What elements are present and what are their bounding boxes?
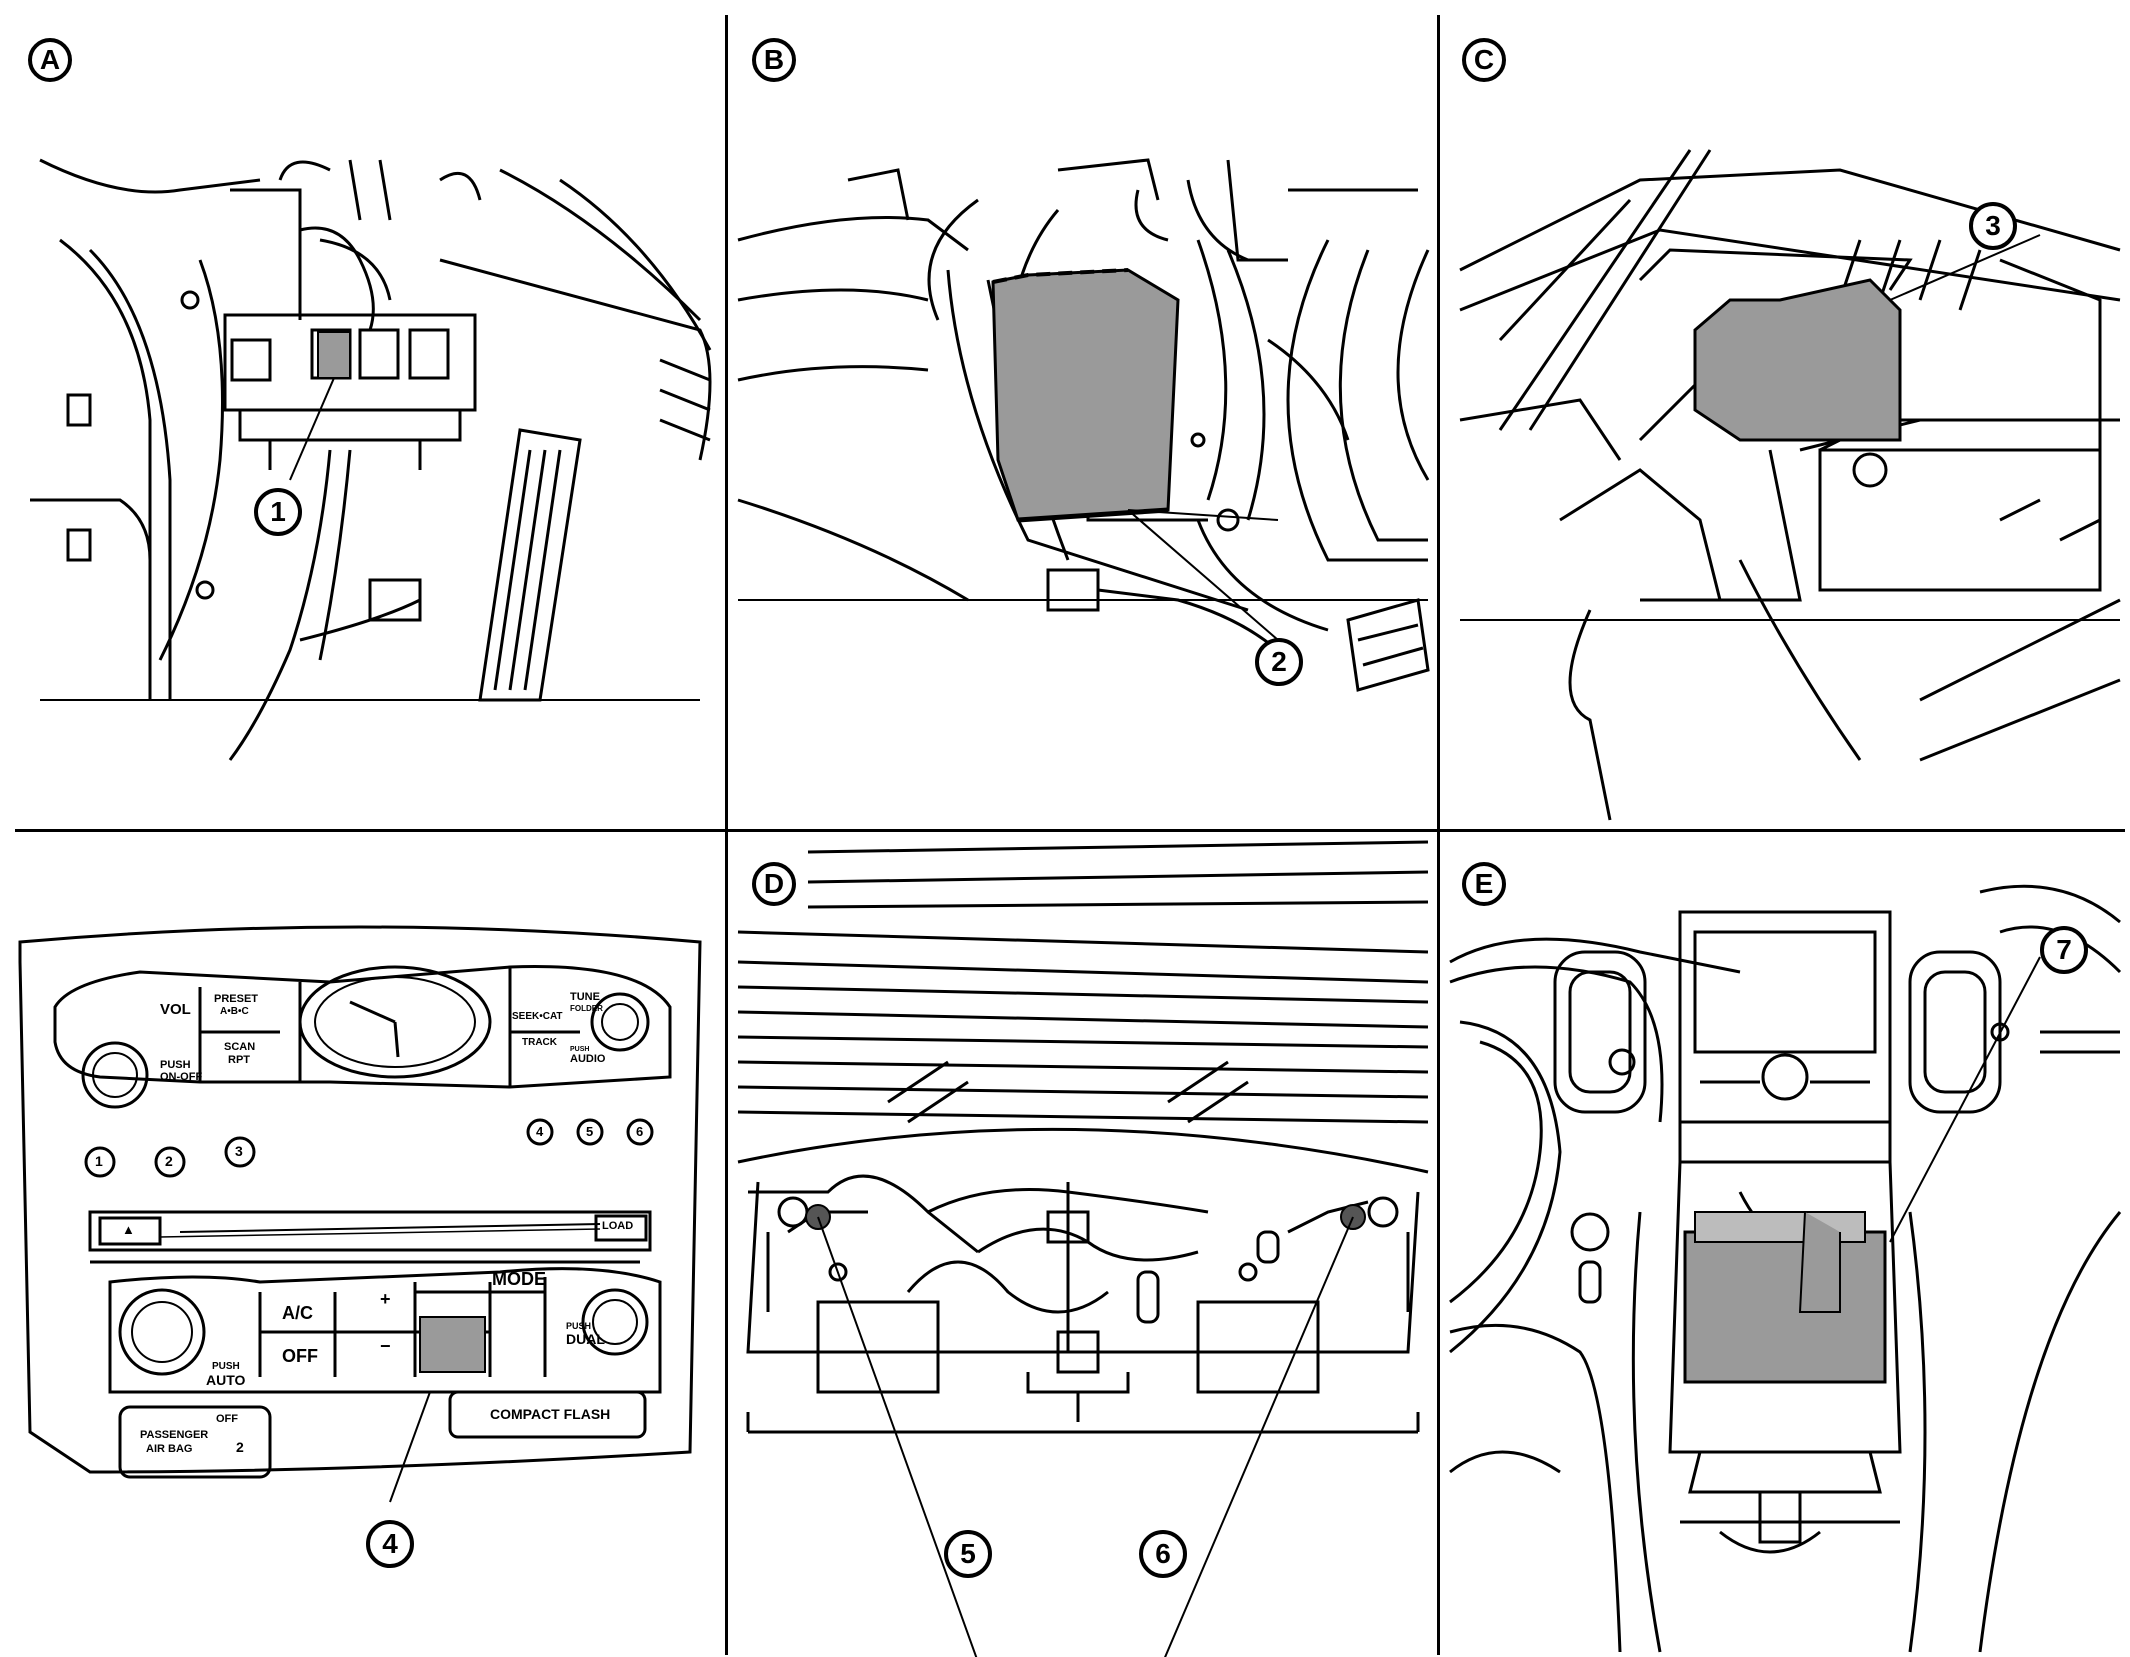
preset-button-3: 3 xyxy=(235,1143,243,1159)
front-module-illustration xyxy=(737,840,1429,1657)
center-console-illustration xyxy=(1449,884,2122,1653)
panel-letter-e: E xyxy=(1462,862,1506,906)
passenger-label: PASSENGER xyxy=(140,1429,209,1441)
preset-button-2: 2 xyxy=(165,1153,173,1169)
mode-label: MODE xyxy=(492,1269,546,1289)
fan-minus-label: − xyxy=(380,1336,391,1356)
ac-label: A/C xyxy=(282,1303,313,1323)
rpt-label: RPT xyxy=(228,1054,250,1066)
dual-label: DUAL xyxy=(566,1331,605,1347)
fan-plus-label: + xyxy=(380,1289,391,1309)
tune-label: TUNE xyxy=(570,991,600,1003)
airbag-seat-number: 2 xyxy=(236,1439,244,1455)
compact-flash-label: COMPACT FLASH xyxy=(490,1406,611,1422)
preset-button-4: 4 xyxy=(536,1124,544,1139)
air-bag-label: AIR BAG xyxy=(146,1443,193,1455)
audio-climate-panel-drawing xyxy=(18,925,702,1503)
preset-button-1: 1 xyxy=(95,1153,103,1169)
push-on-off-label: PUSH ON-OFF xyxy=(160,1059,203,1083)
control-unit-illustration xyxy=(737,158,1430,692)
push-auto-small-label: PUSH xyxy=(212,1361,240,1372)
panel-d: D xyxy=(728,832,1436,1657)
folder-label: FOLDER xyxy=(570,1004,603,1013)
push-audio-small-label: PUSH xyxy=(570,1046,590,1053)
panel-b: B xyxy=(728,0,1436,828)
panel-letter-a: A xyxy=(28,38,72,82)
callout-6: 6 xyxy=(1139,1530,1187,1578)
load-label: LOAD xyxy=(602,1220,634,1232)
airbag-off-label: OFF xyxy=(216,1413,238,1425)
panel-c: C xyxy=(1440,0,2130,828)
horizontal-divider xyxy=(15,829,2125,832)
off-label: OFF xyxy=(282,1346,318,1366)
callout-5: 5 xyxy=(944,1530,992,1578)
vertical-divider-left xyxy=(725,15,728,1655)
panel-e: E xyxy=(1440,832,2130,1657)
panel-console: VOL PUSH ON-OFF PRESET A•B•C SCAN RPT SE… xyxy=(0,832,724,1657)
panel-letter-b: B xyxy=(752,38,796,82)
eject-icon: ▲ xyxy=(122,1222,135,1237)
callout-2: 2 xyxy=(1255,638,1303,686)
scan-label: SCAN xyxy=(224,1041,256,1053)
track-label: TRACK xyxy=(522,1037,557,1048)
audio-label: AUDIO xyxy=(570,1053,606,1065)
preset-abc-label: A•B•C xyxy=(220,1006,249,1017)
callout-1: 1 xyxy=(254,488,302,536)
seek-cat-label: SEEK•CAT xyxy=(512,1011,563,1022)
callout-3: 3 xyxy=(1969,202,2017,250)
preset-button-6: 6 xyxy=(636,1124,644,1139)
panel-letter-c: C xyxy=(1462,38,1506,82)
preset-button-5: 5 xyxy=(586,1124,594,1139)
auto-label: AUTO xyxy=(206,1372,246,1388)
panel-a: A xyxy=(0,0,724,828)
callout-7: 7 xyxy=(2040,926,2088,974)
vertical-divider-right xyxy=(1437,15,1440,1655)
engine-bay-illustration xyxy=(1459,149,2121,821)
push-dual-small-label: PUSH xyxy=(566,1321,592,1331)
panel-letter-d: D xyxy=(752,862,796,906)
vol-label: VOL xyxy=(160,1001,191,1018)
fuse-block-illustration xyxy=(30,158,712,761)
callout-4: 4 xyxy=(366,1520,414,1568)
preset-label: PRESET xyxy=(214,993,259,1005)
